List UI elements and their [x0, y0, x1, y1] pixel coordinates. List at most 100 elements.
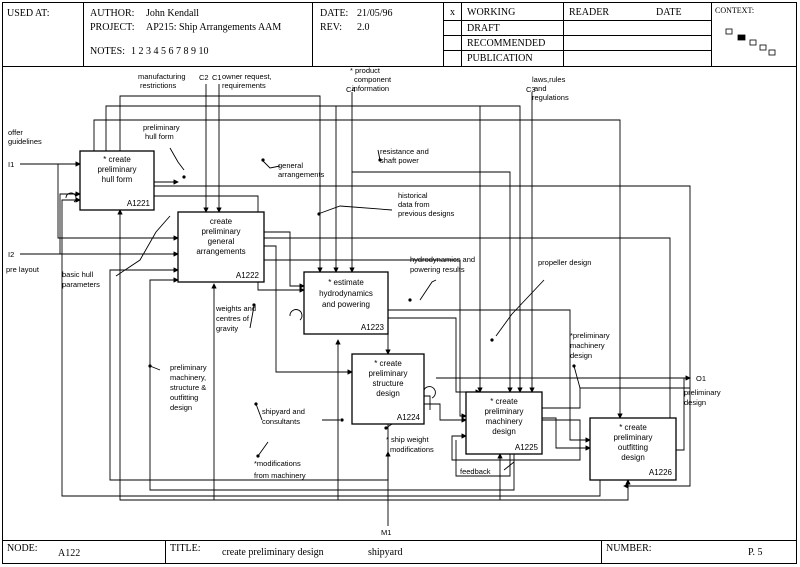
- author-label: AUTHOR:: [90, 8, 135, 19]
- header-divider-status-label: [461, 2, 462, 66]
- code-c3: C3: [526, 85, 536, 94]
- label-historical-2: data from: [398, 200, 430, 209]
- label-offer-1: offer: [8, 128, 23, 137]
- date-label: DATE:: [320, 8, 349, 19]
- status-mark: x: [450, 7, 455, 18]
- label-ship-weight-1: * ship weight: [386, 435, 429, 444]
- box-a1222-line2: preliminary: [201, 227, 240, 236]
- box-a1221-line1: * create: [103, 155, 131, 164]
- connector-arrows: [20, 84, 691, 526]
- label-prelim-struct-3: structure &: [170, 383, 206, 392]
- label-pre-layout: pre layout: [6, 265, 40, 274]
- box-a1221-line3: hull form: [102, 175, 133, 184]
- box-a1223-line1: * estimate: [328, 278, 364, 287]
- label-prelim-mach-3: design: [570, 351, 592, 360]
- context-mini-diagram: [725, 28, 776, 56]
- status-rule-1: [443, 20, 711, 21]
- label-resistance-1: resistance and: [380, 147, 429, 156]
- box-a1223-code: A1223: [361, 323, 385, 332]
- label-offer-2: guidelines: [8, 137, 42, 146]
- label-shipyard-1: shipyard and: [262, 407, 305, 416]
- box-a1223-line3: and powering: [322, 300, 370, 309]
- node-label: NODE:: [7, 543, 38, 554]
- notes-label: NOTES:: [90, 46, 125, 57]
- label-prelim-mach-2: machinery: [570, 341, 605, 350]
- label-hydro-res-2: powering results: [410, 265, 465, 274]
- status-recommended: RECOMMENDED: [467, 38, 546, 49]
- label-resistance-2: shaft power: [380, 156, 419, 165]
- notes-value: 1 2 3 4 5 6 7 8 9 10: [131, 46, 209, 57]
- code-m1: M1: [381, 528, 391, 537]
- label-prelim-struct-5: design: [170, 403, 192, 412]
- code-c4: C4: [346, 85, 356, 94]
- label-prelim-struct-1: preliminary: [170, 363, 207, 372]
- header-divider-reader: [563, 2, 564, 66]
- box-a1222-line1: create: [210, 217, 233, 226]
- box-a1226-code: A1226: [649, 468, 673, 477]
- label-prelim-struct-2: machinery,: [170, 373, 206, 382]
- label-general-2: arrangements: [278, 170, 325, 179]
- label-o1-1: preliminary: [684, 388, 721, 397]
- box-a1226-line3: outfitting: [618, 443, 648, 452]
- project-label: PROJECT:: [90, 22, 135, 33]
- title-value: create preliminary design: [222, 547, 324, 558]
- label-historical-1: historical: [398, 191, 428, 200]
- arrow-labels: manufacturing restrictions owner request…: [6, 66, 721, 480]
- status-working: WORKING: [467, 7, 516, 18]
- label-manufacturing-2: restrictions: [140, 81, 177, 90]
- label-mods-1: *modifications: [254, 459, 301, 468]
- label-weights-2: centres of: [216, 314, 250, 323]
- footer-top-rule: [2, 540, 797, 541]
- label-manufacturing-1: manufacturing: [138, 72, 186, 81]
- used-at-label: USED AT:: [7, 8, 50, 19]
- header-divider-usedat: [83, 2, 84, 66]
- code-c2: C2: [199, 73, 209, 82]
- label-product-1: * product: [350, 66, 381, 75]
- junction-dots: [148, 158, 576, 458]
- box-a1222-line3: general: [208, 237, 235, 246]
- label-weights-1: weights and: [215, 304, 256, 313]
- label-owner-2: requirements: [222, 81, 266, 90]
- label-prelim-mach-1: *preliminary: [570, 331, 610, 340]
- date-value: 21/05/96: [357, 8, 393, 19]
- rev-value: 2.0: [357, 22, 370, 33]
- box-a1225-line4: design: [492, 427, 516, 436]
- activity-box-a1224: * create preliminary structure design A1…: [351, 353, 425, 425]
- label-basic-hull-2: parameters: [62, 280, 100, 289]
- label-prelim-hull-1: preliminary: [143, 123, 180, 132]
- box-a1224-code: A1224: [397, 413, 421, 422]
- header-divider-context: [711, 2, 712, 66]
- label-prelim-struct-4: outfitting: [170, 393, 198, 402]
- box-a1224-line1: * create: [374, 359, 402, 368]
- box-a1226-line4: design: [621, 453, 645, 462]
- label-owner-1: owner request,: [222, 72, 272, 81]
- label-laws-1: laws,rules: [532, 75, 566, 84]
- box-a1225-code: A1225: [515, 443, 539, 452]
- label-feedback: feedback: [460, 467, 491, 476]
- label-shipyard-2: consultants: [262, 417, 300, 426]
- activity-box-a1226: * create preliminary outfitting design A…: [589, 417, 677, 481]
- label-laws-2: and: [534, 84, 547, 93]
- box-a1224-line2: preliminary: [368, 369, 407, 378]
- status-draft: DRAFT: [467, 23, 500, 34]
- box-a1225-line2: preliminary: [484, 407, 523, 416]
- box-a1222-code: A1222: [236, 271, 260, 280]
- author-value: John Kendall: [146, 8, 200, 19]
- label-ship-weight-2: modifications: [390, 445, 434, 454]
- label-historical-3: previous designs: [398, 209, 455, 218]
- page-number: P. 5: [748, 547, 763, 558]
- footer-divider-node: [165, 540, 166, 564]
- box-a1225-line1: * create: [490, 397, 518, 406]
- label-product-2: component: [354, 75, 392, 84]
- activity-box-a1225: * create preliminary machinery design A1…: [465, 391, 543, 455]
- reader-label: READER: [569, 7, 609, 18]
- code-i1: I1: [8, 160, 14, 169]
- box-a1224-line3: structure: [372, 379, 404, 388]
- box-a1221-code: A1221: [127, 199, 151, 208]
- status-rule-3: [443, 50, 711, 51]
- activity-box-a1221: * create preliminary hull form A1221: [79, 150, 155, 211]
- label-general-1: general: [278, 161, 303, 170]
- header-bottom-rule: [2, 66, 797, 67]
- context-label: CONTEXT:: [715, 6, 755, 15]
- box-a1225-line3: machinery: [486, 417, 523, 426]
